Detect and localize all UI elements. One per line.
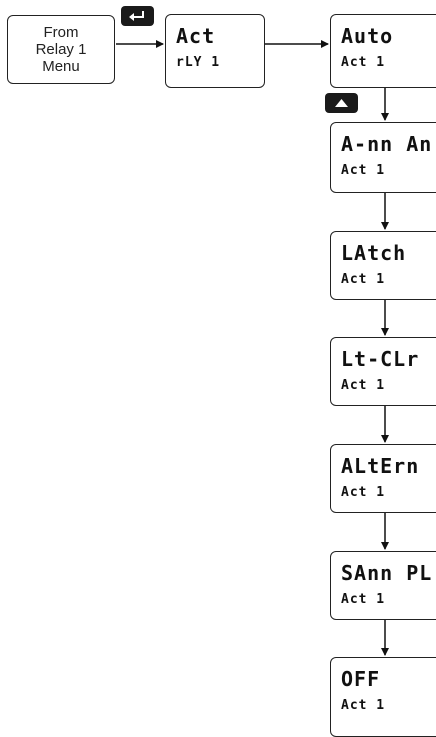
up-arrow-key-icon	[325, 93, 358, 113]
display-act-rly: Act 1 rLY 1	[165, 14, 265, 88]
display-top-line: Auto	[341, 24, 394, 48]
display-bottom-line: Act 1	[341, 592, 386, 607]
display-bottom-line: Act 1	[341, 698, 386, 713]
display-top-line: Act 1	[176, 24, 216, 48]
display-altern: ALtErn Act 1	[330, 444, 436, 513]
from-relay-menu-label: From Relay 1 Menu	[35, 24, 87, 75]
display-top-line: OFF	[341, 667, 381, 691]
display-bottom-line: rLY 1	[176, 55, 221, 70]
display-top-line: A-nn An	[341, 132, 433, 156]
display-bottom-line: Act 1	[341, 378, 386, 393]
display-off: OFF Act 1	[330, 657, 436, 737]
display-bottom-line: Act 1	[341, 163, 386, 178]
display-bottom-line: Act 1	[341, 272, 386, 287]
display-latch: LAtch Act 1	[330, 231, 436, 300]
display-samm-pl: SAnn PL Act 1	[330, 551, 436, 620]
display-top-line: LAtch	[341, 241, 407, 265]
enter-key-icon	[121, 6, 154, 26]
display-bottom-line: Act 1	[341, 485, 386, 500]
from-relay-menu-box: From Relay 1 Menu	[7, 15, 115, 84]
display-lt-clr: Lt-CLr Act 1	[330, 337, 436, 406]
display-top-line: SAnn PL	[341, 561, 433, 585]
display-top-line: ALtErn	[341, 454, 420, 478]
display-bottom-line: Act 1	[341, 55, 386, 70]
display-top-line: Lt-CLr	[341, 347, 420, 371]
display-a-nn-an: A-nn An Act 1	[330, 122, 436, 193]
display-auto: Auto Act 1	[330, 14, 436, 88]
